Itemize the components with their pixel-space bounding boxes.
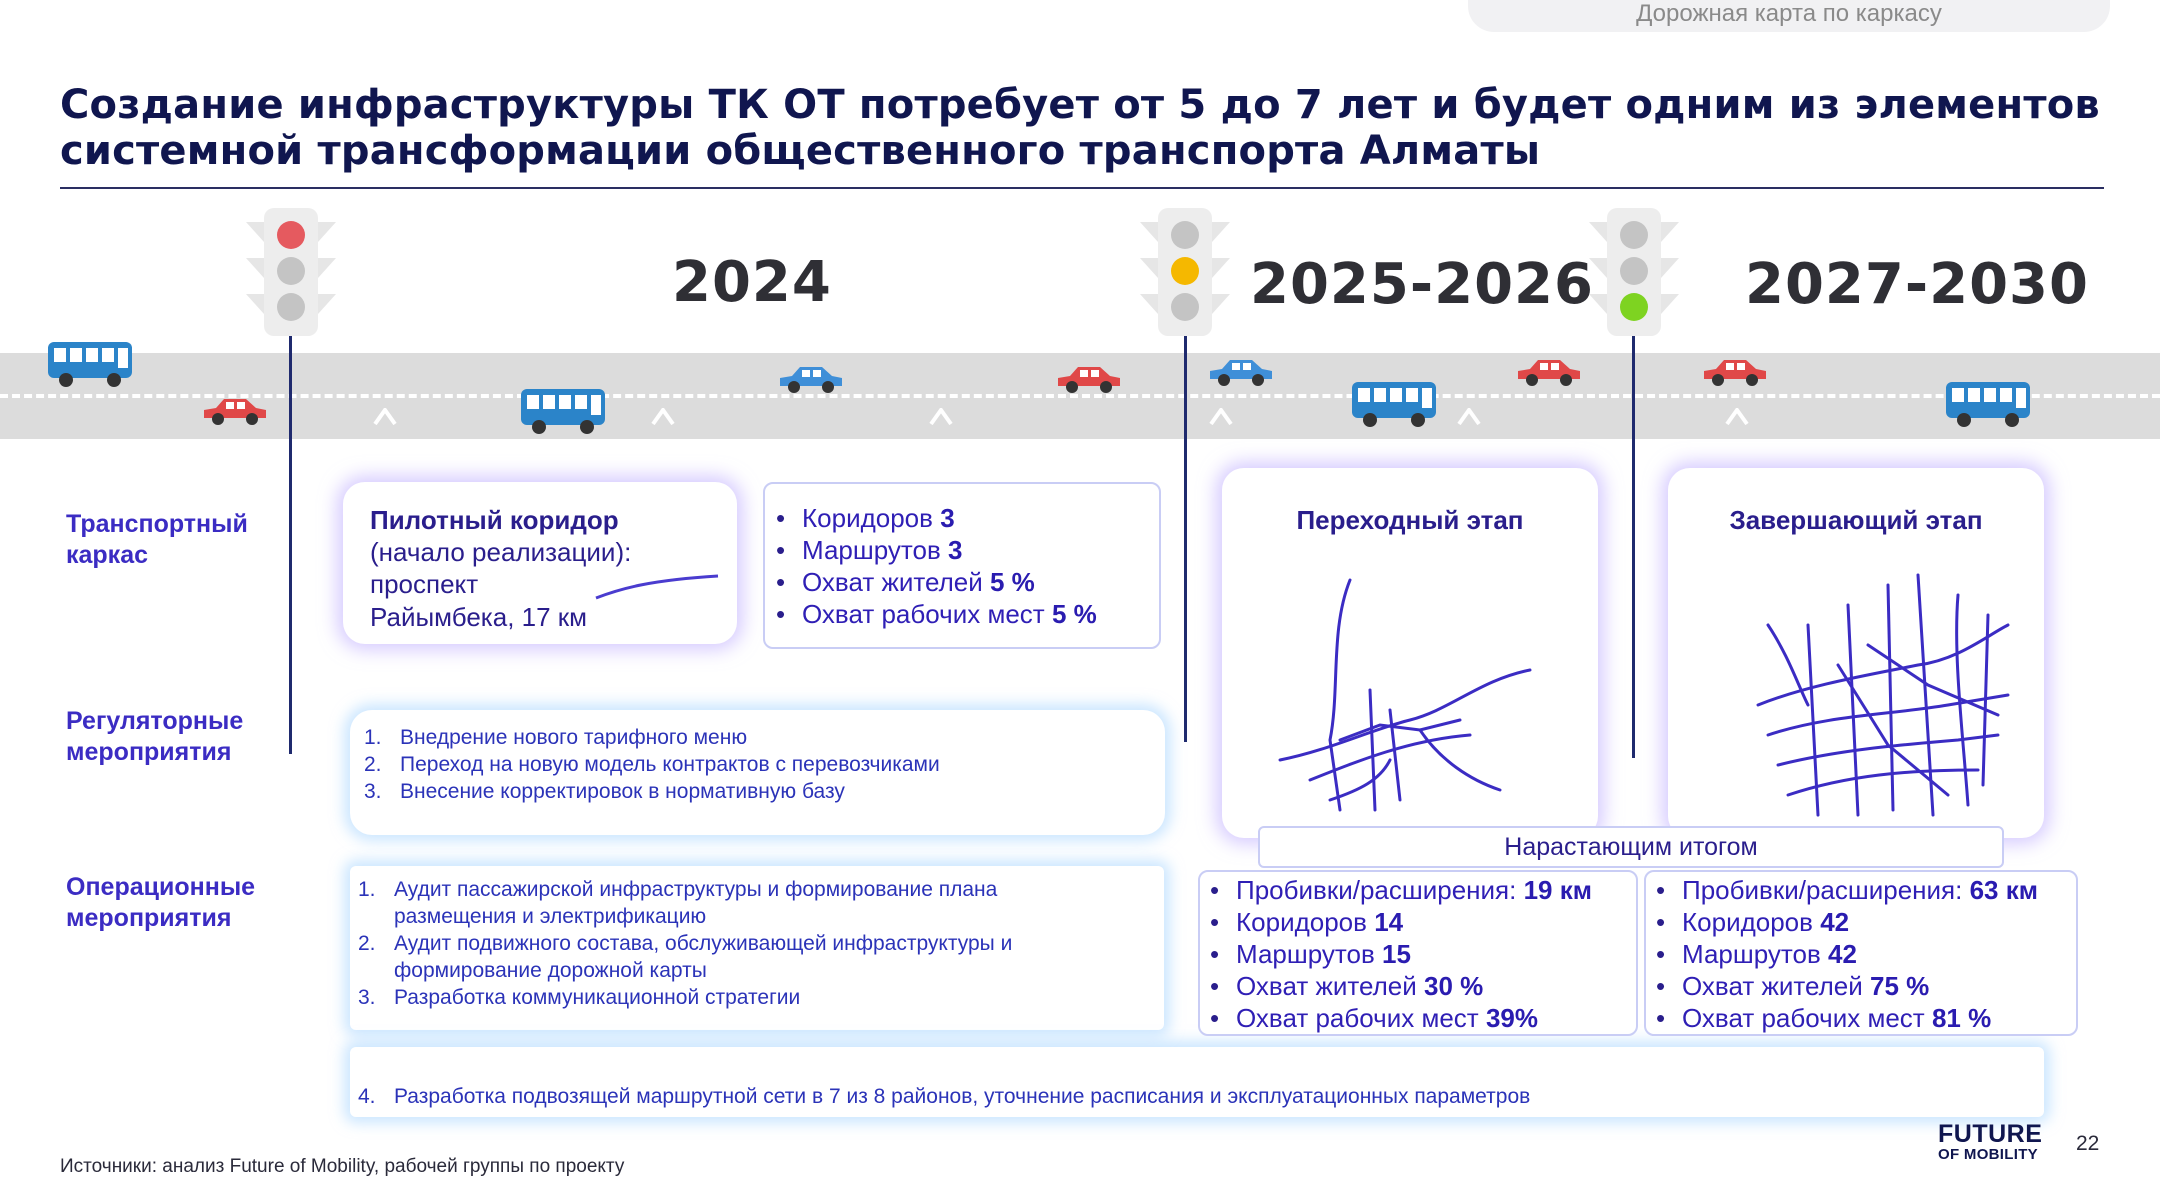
timeline-marker-2027 <box>1632 330 1635 758</box>
pilot-location: Райымбека, 17 км <box>370 602 588 632</box>
chevron-arrow-icon <box>1208 408 1234 426</box>
list-item: 2.Аудит подвижного состава, обслуживающе… <box>358 932 1013 982</box>
car-icon <box>776 364 846 399</box>
stat-item: Охват жителей 5 % <box>770 566 1097 598</box>
stats-2027-list: Пробивки/расширения: 63 км Коридоров 42 … <box>1650 874 2038 1034</box>
regulatory-list: 1.Внедрение нового тарифного меню 2.Пере… <box>356 724 1156 805</box>
road-lane-marking <box>0 394 2160 398</box>
operational-item-4-card <box>350 1047 2044 1117</box>
list-item: 1.Внедрение нового тарифного меню <box>364 726 748 749</box>
transition-stage-card <box>1222 468 1598 838</box>
chevron-arrow-icon <box>1456 408 1482 426</box>
stat-item: Маршрутов 15 <box>1204 938 1592 970</box>
chevron-arrow-icon <box>372 408 398 426</box>
car-icon <box>1206 357 1276 392</box>
stats-2024-list: Коридоров 3 Маршрутов 3 Охват жителей 5 … <box>770 502 1097 630</box>
bus-icon <box>1944 380 2032 435</box>
title-line-2: системной трансформации общественного тр… <box>60 128 1541 174</box>
traffic-light-yellow-icon <box>1140 208 1230 338</box>
year-label: 2024 <box>672 250 832 315</box>
stage-title-transition: Переходный этап <box>1296 505 1524 535</box>
stats-2025-list: Пробивки/расширения: 19 км Коридоров 14 … <box>1204 874 1592 1034</box>
year-label: 2025-2026 <box>1250 252 1594 317</box>
stat-item: Охват рабочих мест 39% <box>1204 1002 1592 1034</box>
operational-list: 1.Аудит пассажирской инфраструктуры и фо… <box>350 876 1110 1011</box>
chevron-arrow-icon <box>650 408 676 426</box>
row-label-transport: Транспортный каркас <box>66 510 248 569</box>
timeline-marker-2025 <box>1184 330 1187 742</box>
stat-item: Охват рабочих мест 5 % <box>770 598 1097 630</box>
pilot-title: Пилотный коридор <box>370 505 619 535</box>
stat-item: Коридоров 42 <box>1650 906 2038 938</box>
pilot-street: проспект <box>370 569 479 599</box>
chevron-arrow-icon <box>1724 408 1750 426</box>
stat-item: Охват рабочих мест 81 % <box>1650 1002 2038 1034</box>
operational-card <box>350 866 1164 1030</box>
stat-item: Маршрутов 3 <box>770 534 1097 566</box>
stat-item: Коридоров 14 <box>1204 906 1592 938</box>
timeline-marker-2024 <box>289 330 292 754</box>
list-item: 3.Внесение корректировок в нормативную б… <box>364 780 845 803</box>
sources-note: Источники: анализ Future of Mobility, ра… <box>60 1156 625 1177</box>
title-divider <box>60 187 2104 189</box>
final-network-map <box>1756 573 2010 817</box>
header-tab: Дорожная карта по каркасу <box>1468 0 2110 32</box>
list-item: 3.Разработка коммуникационной стратегии <box>358 986 801 1009</box>
stat-item: Пробивки/расширения: 63 км <box>1650 874 2038 906</box>
row-label-regulatory: Регуляторные мероприятия <box>66 707 244 766</box>
car-icon <box>1700 357 1770 392</box>
stage-title-final: Завершающий этап <box>1729 505 1983 535</box>
list-item: 2.Переход на новую модель контрактов с п… <box>364 753 940 776</box>
future-of-mobility-logo: FUTURE OF MOBILITY <box>1938 1120 2043 1164</box>
stat-item: Пробивки/расширения: 19 км <box>1204 874 1592 906</box>
stat-item: Коридоров 3 <box>770 502 1097 534</box>
traffic-light-green-icon <box>1589 208 1679 338</box>
operational-item-4: 4.Разработка подвозящей маршрутной сети … <box>358 1085 1531 1108</box>
cumulative-label: Нарастающим итогом <box>1258 826 2004 868</box>
car-icon <box>200 396 270 431</box>
pilot-subtitle: (начало реализации): <box>370 537 632 567</box>
stat-item: Охват жителей 30 % <box>1204 970 1592 1002</box>
bus-icon <box>519 387 607 442</box>
traffic-light-red-icon <box>246 208 336 338</box>
year-label: 2027-2030 <box>1745 252 2089 317</box>
car-icon <box>1054 364 1124 399</box>
transition-network-map <box>1278 578 1532 812</box>
title-line-1: Создание инфраструктуры ТК ОТ потребует … <box>60 82 2100 128</box>
row-label-operational: Операционные мероприятия <box>66 873 256 932</box>
bus-icon <box>46 340 134 395</box>
stat-item: Охват жителей 75 % <box>1650 970 2038 1002</box>
stat-item: Маршрутов 42 <box>1650 938 2038 970</box>
bus-icon <box>1350 380 1438 435</box>
regulatory-card <box>350 710 1165 835</box>
chevron-arrow-icon <box>928 408 954 426</box>
pilot-route-icon <box>595 574 719 600</box>
page-number: 22 <box>2076 1132 2100 1155</box>
page-title: Создание инфраструктуры ТК ОТ потребует … <box>60 82 2120 174</box>
car-icon <box>1514 357 1584 392</box>
list-item: 1.Аудит пассажирской инфраструктуры и фо… <box>358 878 998 928</box>
pilot-corridor-card <box>343 482 737 644</box>
